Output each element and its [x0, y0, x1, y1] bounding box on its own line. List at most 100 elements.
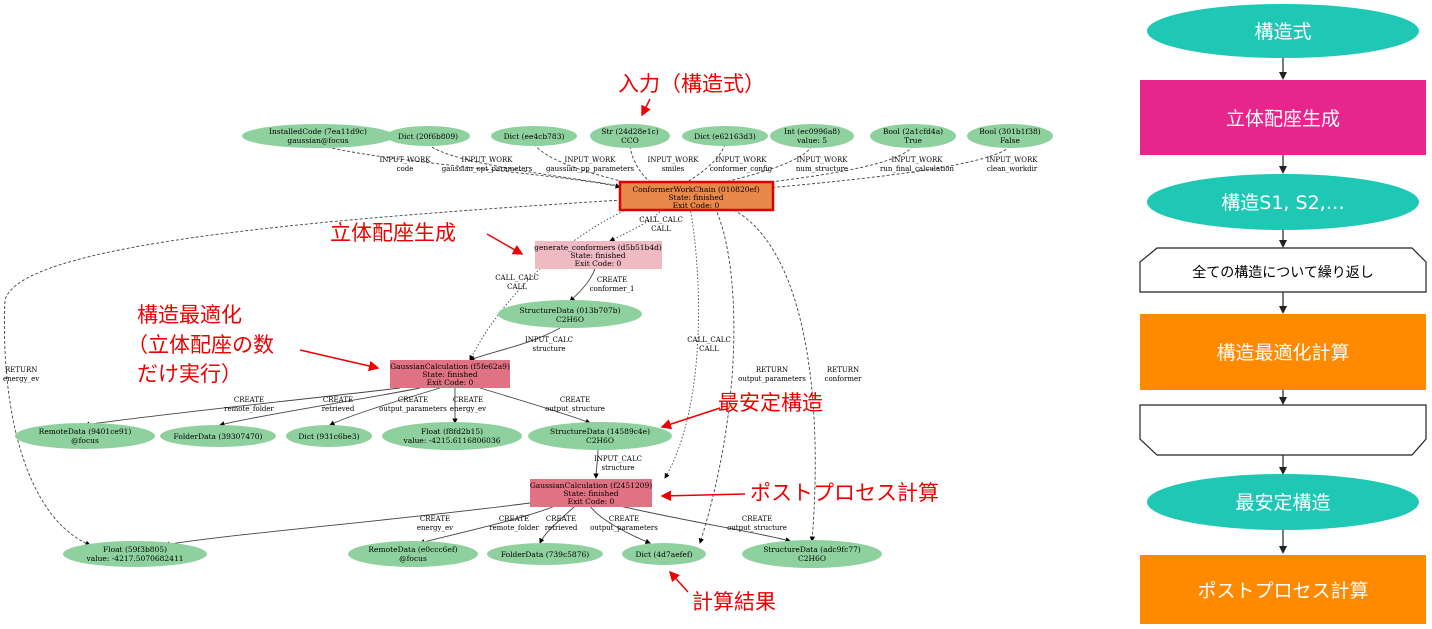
node-dict-e62163d3: Dict (e62163d3)	[682, 126, 768, 146]
svg-text:StructureData (adc9fc77)C2H6O: StructureData (adc9fc77)C2H6O	[763, 545, 861, 563]
flow-step-structures: 構造S1, S2,…	[1147, 174, 1419, 230]
node-float-f8fd2b15: Float (f8fd2b15)value: -4215.6116806036	[382, 422, 522, 450]
svg-text:Str (24d28e1c)CCO: Str (24d28e1c)CCO	[601, 127, 658, 145]
svg-text:FolderData (739c5876): FolderData (739c5876)	[501, 550, 589, 559]
flow-loop-end	[1139, 404, 1427, 456]
edge-ret-op	[698, 207, 735, 544]
node-dict-ee4cb783: Dict (ee4cb783)	[491, 126, 577, 146]
flow-step-postprocess: ポストプロセス計算	[1140, 555, 1426, 624]
svg-text:Dict (20f6b809): Dict (20f6b809)	[398, 132, 458, 141]
node-bool-301b1f38: Bool (301b1f38)False	[967, 124, 1053, 148]
edge-gc2-dct2	[589, 505, 651, 544]
svg-text:Dict (ee4cb783): Dict (ee4cb783)	[504, 132, 565, 141]
edge-gc2-sd3	[619, 505, 791, 543]
edge-ret-energy	[4, 199, 623, 546]
node-remote-e0ccc6ef: RemoteData (e0ccc6ef)@focus	[348, 541, 478, 567]
node-structure-013b707b: StructureData (013b707b)C2H6O	[498, 300, 642, 328]
node-generate-conformers: generate_conformers (d5b51b4d)State: fin…	[534, 241, 662, 269]
svg-text:Float (f8fd2b15)value: -4215.6: Float (f8fd2b15)value: -4215.6116806036	[402, 427, 500, 445]
svg-text:Float (59f3b805)value: -4217.5: Float (59f3b805)value: -4217.5070682411	[85, 545, 183, 563]
annotation-input: 入力（構造式）	[618, 72, 765, 96]
edge-gc2-fl2	[164, 502, 531, 547]
edge-gc1-dct1	[329, 387, 441, 426]
svg-text:InstalledCode (7ea11d9c)gaussi: InstalledCode (7ea11d9c)gaussian@focus	[269, 127, 367, 145]
svg-text:RemoteData (e0ccc6ef)@focus: RemoteData (e0ccc6ef)@focus	[368, 545, 457, 563]
node-installed-code: InstalledCode (7ea11d9c)gaussian@focus	[242, 124, 394, 148]
edge-d1	[427, 143, 626, 189]
svg-text:RemoteData (9401ce91)@focus: RemoteData (9401ce91)@focus	[39, 427, 132, 445]
node-dict-4d7aefef: Dict (4d7aefef)	[622, 543, 706, 565]
node-float-59f3b805: Float (59f3b805)value: -4217.5070682411	[63, 541, 207, 567]
edge-str	[629, 145, 656, 187]
edge-gc1-rd1	[84, 387, 401, 427]
flow-step-opt-calc: 構造最適化計算	[1140, 314, 1426, 390]
svg-text:全ての構造について繰り返し: 全ての構造について繰り返し	[1192, 264, 1374, 281]
svg-text:Int (ec0996a8)value: 5: Int (ec0996a8)value: 5	[784, 127, 840, 145]
node-int-ec0996a8: Int (ec0996a8)value: 5	[770, 124, 854, 148]
svg-text:構造最適化計算: 構造最適化計算	[1216, 342, 1349, 364]
svg-text:立体配座生成: 立体配座生成	[1226, 108, 1340, 130]
node-gaussian-calc-1: GaussianCalculation (f5fe62a9)State: fin…	[390, 360, 510, 388]
svg-text:Dict (4d7aefef): Dict (4d7aefef)	[635, 550, 692, 559]
svg-text:最安定構造: 最安定構造	[1235, 492, 1330, 514]
svg-text:ConformerWorkChain (010820ef)S: ConformerWorkChain (010820ef)State: fini…	[632, 185, 759, 210]
node-dict-20f6b809: Dict (20f6b809)	[386, 126, 470, 146]
svg-text:FolderData (39307470): FolderData (39307470)	[174, 432, 263, 441]
svg-text:StructureData (14589c4e)C2H6O: StructureData (14589c4e)C2H6O	[550, 427, 650, 445]
svg-text:ポストプロセス計算: ポストプロセス計算	[1197, 580, 1368, 602]
edge-gen-sd1	[569, 268, 596, 302]
svg-text:GaussianCalculation (f2451209): GaussianCalculation (f2451209)State: fin…	[530, 481, 652, 506]
edge-ret-conf	[719, 203, 816, 542]
annotation-result: 計算結果	[692, 590, 776, 614]
edge-gc1-fd1	[219, 387, 421, 427]
node-structure-14589c4e: StructureData (14589c4e)C2H6O	[528, 422, 672, 450]
svg-text:StructureData (013b707b)C2H6O: StructureData (013b707b)C2H6O	[519, 306, 620, 324]
edge-sd1-gc1	[469, 327, 561, 361]
node-gaussian-calc-2: GaussianCalculation (f2451209)State: fin…	[530, 479, 652, 507]
flow-step-structural-formula: 構造式	[1147, 4, 1419, 58]
node-conformer-workchain: ConformerWorkChain (010820ef)State: fini…	[618, 180, 775, 212]
svg-text:Bool (2a1cfd4a)True: Bool (2a1cfd4a)True	[883, 127, 943, 145]
node-str-24d28e1c: Str (24d28e1c)CCO	[590, 124, 670, 148]
svg-text:Bool (301b1f38)False: Bool (301b1f38)False	[979, 127, 1040, 145]
edge-gc2-rd2	[419, 505, 556, 545]
svg-text:Dict (e62163d3): Dict (e62163d3)	[694, 132, 756, 141]
edge-int	[704, 145, 813, 189]
annotation-most-stable: 最安定構造	[718, 391, 823, 415]
node-dict-931c6be3: Dict (931c6be3)	[286, 425, 372, 447]
flow-loop-start: 全ての構造について繰り返し	[1139, 247, 1427, 293]
node-bool-2a1cfd4a: Bool (2a1cfd4a)True	[870, 124, 956, 148]
edge-wc-gc1	[469, 207, 631, 361]
node-structure-adc9fc77: StructureData (adc9fc77)C2H6O	[742, 540, 882, 568]
svg-text:GaussianCalculation (f5fe62a9): GaussianCalculation (f5fe62a9)State: fin…	[390, 362, 510, 387]
node-folder-39307470: FolderData (39307470)	[160, 425, 276, 447]
annotation-conformer-gen: 立体配座生成	[330, 221, 456, 245]
flow-step-most-stable: 最安定構造	[1147, 474, 1419, 530]
flow-step-conformer-gen: 立体配座生成	[1140, 80, 1426, 155]
edge-gc2-fd2	[539, 505, 576, 544]
svg-text:構造S1, S2,…: 構造S1, S2,…	[1221, 192, 1344, 214]
node-remote-9401ce91: RemoteData (9401ce91)@focus	[15, 423, 155, 449]
